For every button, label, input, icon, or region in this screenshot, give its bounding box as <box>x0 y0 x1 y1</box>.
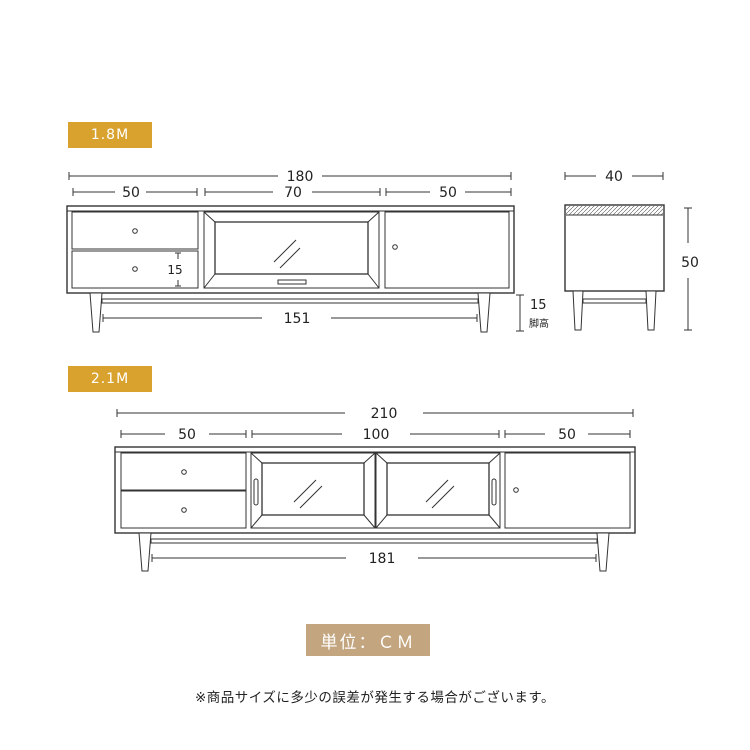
label-leg-span-1-8m: 151 <box>284 311 311 327</box>
label-leg-height-caption: 脚高 <box>529 317 549 330</box>
glass-door-left <box>250 452 376 529</box>
dim-line-total-180 <box>68 172 512 180</box>
label-leg-span-2-1m: 181 <box>369 551 396 567</box>
glass-reflection-icon <box>425 479 455 509</box>
right-door <box>384 211 510 289</box>
glass-reflection-icon <box>273 239 301 269</box>
drawer-knob <box>132 228 138 234</box>
label-center-width-1-8m: 70 <box>284 185 302 201</box>
side-body <box>564 204 665 292</box>
size-badge-2-1m: 2.1M <box>68 366 152 392</box>
leg-left <box>89 292 103 333</box>
stretcher-bar <box>101 298 479 304</box>
drawer-top <box>71 211 199 250</box>
glass-panel-right <box>386 462 490 516</box>
label-total-width-2-1m: 210 <box>371 406 398 422</box>
cabinet-body-2-1m <box>114 446 636 534</box>
side-top-joints <box>566 206 663 215</box>
unit-badge: 単位：ＣＭ <box>306 624 430 656</box>
dim-line-total-210 <box>116 409 634 417</box>
label-right-width-2-1m: 50 <box>558 427 576 443</box>
glass-reflection-icon <box>293 479 323 509</box>
label-left-width-1-8m: 50 <box>122 185 140 201</box>
dim-line-leg-height <box>516 294 524 332</box>
label-depth: 40 <box>605 169 623 185</box>
drawer-top <box>120 452 247 491</box>
side-view <box>564 172 692 331</box>
door-handle <box>277 279 307 285</box>
size-tolerance-note: ※商品サイズに多少の誤差が発生する場合がございます。 <box>194 690 556 706</box>
size-badge-1-8m: 1.8M <box>68 122 152 148</box>
drawer-bottom <box>71 250 199 289</box>
right-door-2-1m <box>504 452 631 529</box>
leg-side-right <box>645 290 657 331</box>
front-view-1-8m <box>66 172 524 333</box>
cabinet-body-1-8m <box>66 205 515 294</box>
label-height: 50 <box>681 255 699 271</box>
drawer-knob <box>181 507 187 513</box>
label-center-width-2-1m: 100 <box>363 427 390 443</box>
stretcher-bar-2-1m <box>150 538 598 544</box>
leg-right-2-1m <box>596 532 610 572</box>
dim-line-sections <box>72 188 512 196</box>
label-right-width-1-8m: 50 <box>439 185 457 201</box>
dim-line-leg-span <box>102 314 478 322</box>
dim-line-depth <box>564 172 664 180</box>
label-leg-height: 15 <box>530 298 547 313</box>
glass-door-right <box>375 452 501 529</box>
drawer-bottom <box>120 490 247 529</box>
door-knob <box>392 244 398 250</box>
dim-line-height <box>684 207 692 331</box>
glass-door-frame <box>203 211 380 289</box>
label-drawer-height: 15 <box>167 263 182 277</box>
door-knob <box>513 487 519 493</box>
side-stretcher <box>582 298 647 304</box>
label-left-width-2-1m: 50 <box>178 427 196 443</box>
dim-line-sections-2-1m <box>120 430 631 438</box>
leg-side-left <box>572 290 584 331</box>
glass-panel <box>214 221 369 275</box>
leg-right <box>477 292 491 333</box>
dim-line-leg-span-2-1m <box>151 554 597 562</box>
drawer-knob <box>132 266 138 272</box>
leg-left-2-1m <box>138 532 152 572</box>
glass-panel-left <box>261 462 365 516</box>
dim-line-drawer-height <box>175 252 181 287</box>
door-handle-left <box>253 478 259 506</box>
drawer-knob <box>181 469 187 475</box>
door-handle-right <box>491 478 497 506</box>
label-total-width-1-8m: 180 <box>287 169 314 185</box>
front-view-2-1m <box>114 409 636 572</box>
